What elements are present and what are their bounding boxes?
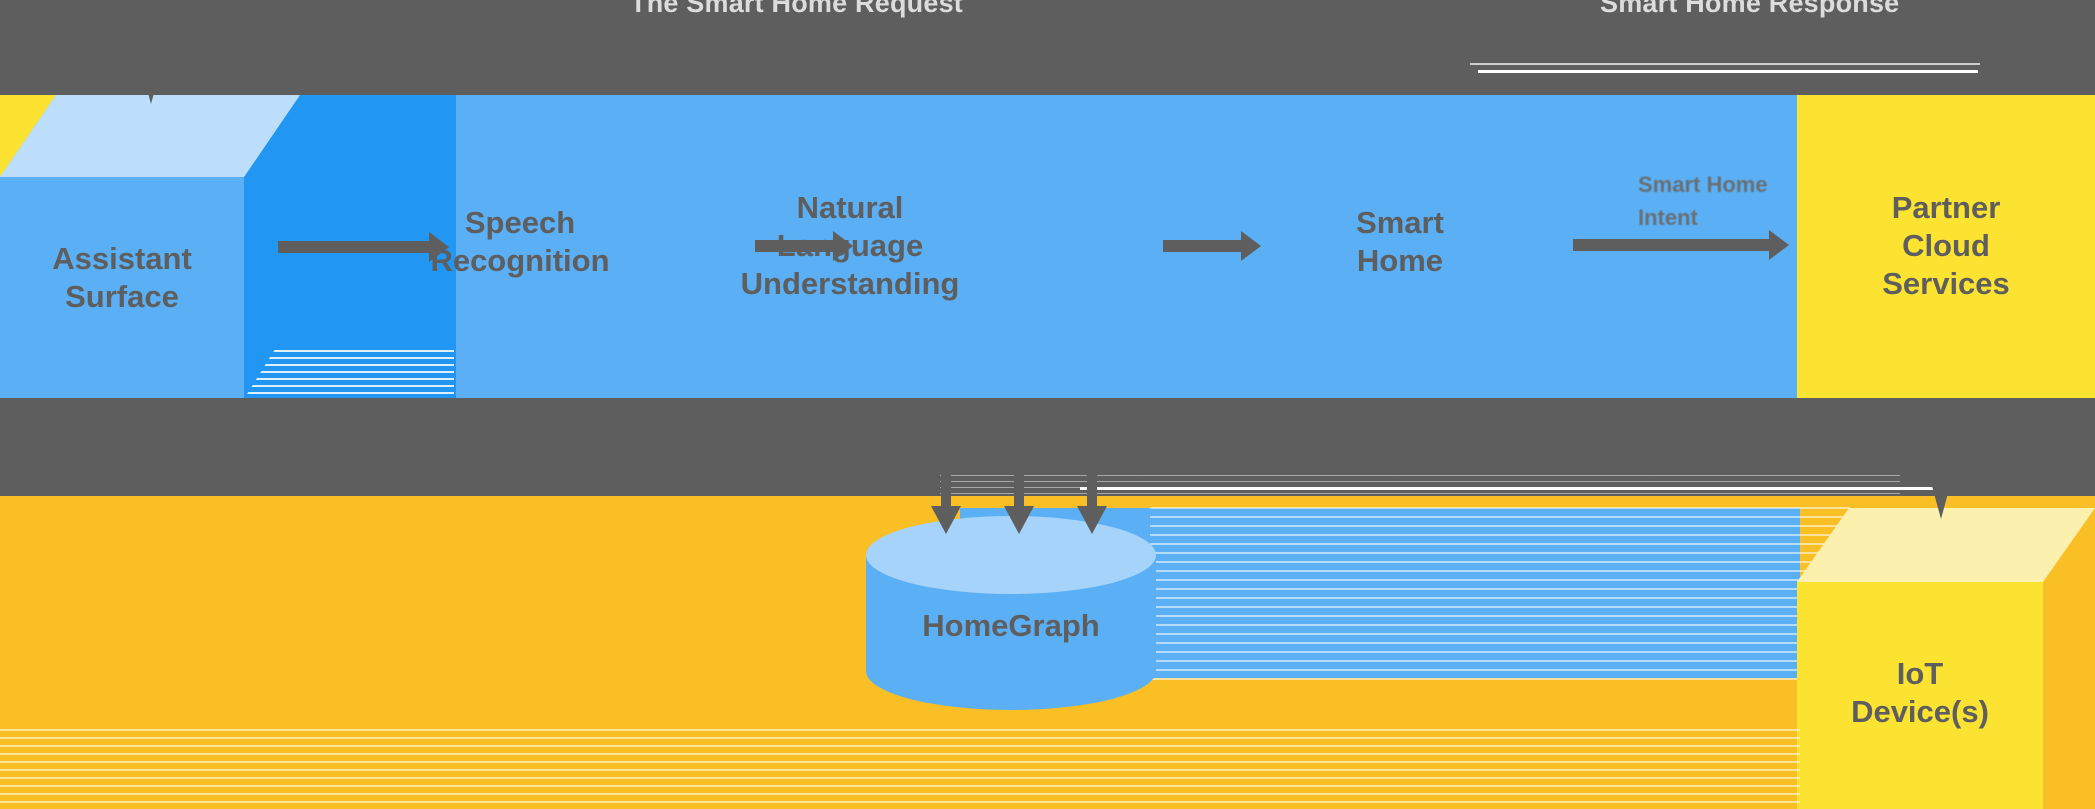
assistant-surface-front-face xyxy=(0,177,244,398)
title-smart-home-response: Smart Home Response xyxy=(1600,0,1900,18)
iot-device-top-face xyxy=(1797,508,2095,582)
iot-devices-label: IoT Device(s) xyxy=(1851,656,1989,729)
arrow-surface-to-speech-icon xyxy=(278,232,449,262)
arrow-smart-home-to-partner-icon xyxy=(1573,230,1789,260)
smart-home-intent-label-line2: Intent xyxy=(1638,205,1698,230)
arrow-into-homegraph-2-icon xyxy=(1004,452,1034,534)
partner-cloud-services-label: Partner Cloud Services xyxy=(1882,190,2010,301)
speech-recognition-label: Speech Recognition xyxy=(430,205,610,278)
iot-device-front-face xyxy=(1797,582,2043,809)
smart-home-label: Smart Home xyxy=(1356,205,1444,278)
arrow-into-homegraph-3-icon xyxy=(1077,452,1107,534)
assistant-surface-label: Assistant Surface xyxy=(52,241,192,314)
assistant-surface-top-face xyxy=(0,95,300,177)
divider-rule-top-bright xyxy=(1478,70,1978,73)
smart-home-intent-label-line1: Smart Home xyxy=(1638,172,1768,197)
natural-language-understanding-label: Natural Language Understanding xyxy=(740,190,960,301)
connector-rule-homegraph xyxy=(1080,487,1940,490)
arrow-nlu-to-smart-home-icon xyxy=(1163,231,1261,261)
title-smart-home-request: The Smart Home Request xyxy=(630,0,963,18)
arrow-speech-to-nlu-icon xyxy=(755,231,853,261)
divider-rule-top xyxy=(1470,63,1980,65)
mid-separator-strip xyxy=(0,398,2095,496)
partner-cloud-panel xyxy=(1797,95,2095,398)
arrow-into-homegraph-1-icon xyxy=(931,452,961,534)
homegraph-label: HomeGraph xyxy=(922,608,1100,643)
